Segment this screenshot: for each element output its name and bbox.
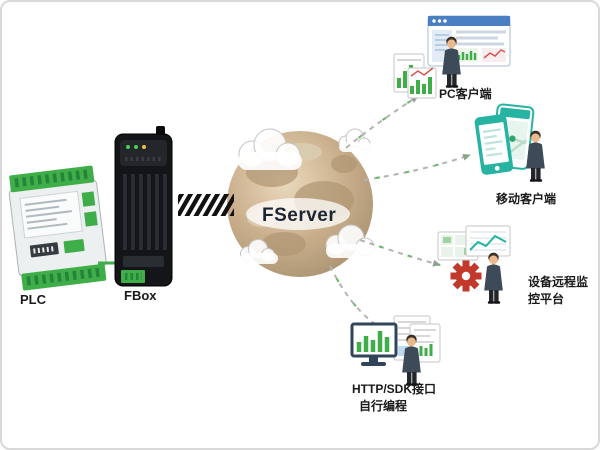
sdk-label-line2: 自行编程 — [359, 399, 408, 413]
dashed-links — [329, 95, 471, 336]
link-fserver-to-mobile — [363, 153, 471, 181]
fbox-device — [114, 126, 173, 287]
fbox-to-fserver-arrow-icon — [178, 194, 234, 216]
bar-chart-monitor-icon — [350, 322, 398, 366]
monitor-label-line2: 控平台 — [528, 292, 565, 306]
monitor-client-illustration — [437, 225, 511, 304]
cloud-icon — [238, 128, 380, 264]
gear-icon — [450, 260, 482, 292]
person-icon — [484, 252, 503, 304]
monitor-label-line1: 设备远程监 — [528, 275, 589, 289]
link-fserver-to-sdk — [329, 265, 393, 336]
phone-icon — [474, 114, 514, 175]
fserver-label-backdrop — [246, 198, 350, 230]
fserver-label: FServer — [262, 205, 337, 226]
plc-label: PLC — [20, 292, 46, 307]
monitor-screens-icon — [437, 225, 511, 261]
mobile-client-illustration — [474, 103, 545, 182]
plc-device — [8, 165, 107, 291]
pc-chart-cards-icon — [393, 53, 437, 99]
pc-client-label: PC客户端 — [439, 87, 492, 101]
link-fserver-to-pc — [345, 95, 419, 149]
sdk-client-illustration — [350, 315, 441, 386]
fbox-label: FBox — [124, 288, 157, 303]
sdk-label-line1: HTTP/SDK接口 — [352, 382, 437, 396]
browser-window-icon — [427, 15, 511, 67]
mobile-client-label: 移动客户端 — [496, 192, 557, 206]
link-fserver-to-monitor — [359, 239, 441, 267]
pc-client-illustration — [393, 15, 511, 99]
